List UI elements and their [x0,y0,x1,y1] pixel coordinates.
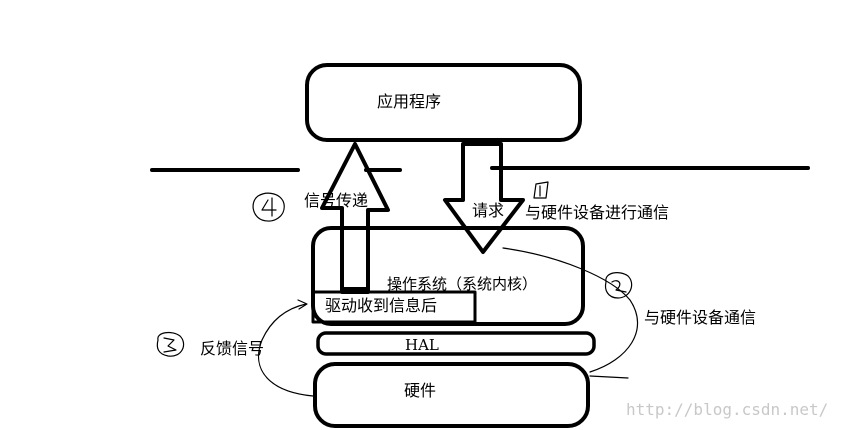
watermark: http://blog.csdn.net/ [626,400,829,419]
app-label: 应用程序 [377,92,442,111]
curve-right-tick [589,375,629,379]
step-4-mark [252,192,285,222]
hardware-label: 硬件 [404,381,437,400]
curve-left [257,303,314,397]
driver-box [311,290,477,324]
driver-label: 驱动收到信息后 [325,296,438,315]
curve-left-arrowhead [297,299,308,310]
step3-label: 反馈信号 [200,339,265,358]
hal-label: HAL [405,336,439,354]
step4-label: 信号传递 [304,191,369,210]
hardware-box [313,362,590,428]
step-3-mark [156,331,185,357]
step-1-mark [533,181,549,199]
request-label: 请求 [472,201,505,220]
os-box [311,226,585,326]
up-arrow-base [342,287,368,293]
step2-label: 与硬件设备通信 [644,308,757,327]
down-arrow [443,142,525,254]
os-label: 操作系统（系统内核） [387,275,538,293]
hal-box [316,331,596,356]
app-box [305,63,582,142]
up-arrow [320,142,390,294]
step-2-mark [604,272,633,299]
curve-right [502,247,639,373]
step1-label: 与硬件设备进行通信 [525,203,670,222]
